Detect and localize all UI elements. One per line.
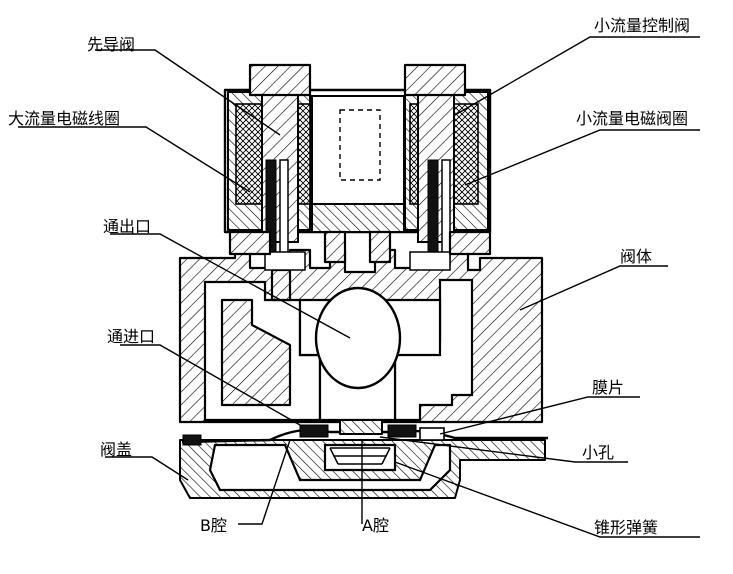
leader-conical-spring: [394, 461, 700, 538]
label-inlet-port: 通进口: [107, 327, 155, 346]
label-chamber-a: A腔: [362, 516, 389, 535]
label-large-flow-coil: 大流量电磁线圈: [8, 109, 120, 128]
label-outlet-port: 通出口: [103, 217, 151, 236]
leader-lines: [18, 36, 700, 538]
labels: 先导阀 大流量电磁线圈 通出口 通进口 阀盖 B腔 A腔 小流量控制阀 小流量电…: [8, 16, 690, 537]
leader-diaphragm: [439, 396, 640, 435]
label-conical-spring: 锥形弹簧: [594, 518, 658, 537]
leader-inlet-port: [120, 344, 301, 426]
leader-small-flow-control-valve: [454, 36, 700, 116]
label-small-flow-coil: 小流量电磁阀圈: [576, 109, 688, 128]
label-valve-cover: 阀盖: [100, 440, 132, 459]
leader-valve-cover: [105, 456, 189, 481]
label-pilot-valve: 先导阀: [87, 35, 135, 54]
valve-body: [178, 248, 544, 424]
leader-pilot-valve: [95, 49, 281, 136]
label-valve-body: 阀体: [620, 247, 652, 266]
leader-small-hole: [379, 436, 628, 463]
label-small-flow-control-valve: 小流量控制阀: [594, 16, 690, 35]
leader-chamber-b: [238, 439, 291, 525]
diaphragm: [181, 419, 548, 465]
leader-valve-body: [519, 265, 668, 311]
label-chamber-b: B腔: [200, 516, 227, 535]
label-small-hole: 小孔: [582, 443, 614, 462]
leader-outlet-port: [110, 233, 351, 339]
leader-large-flow-coil: [18, 126, 251, 193]
solenoid-assembly: [223, 63, 492, 271]
leader-small-flow-coil: [464, 129, 700, 186]
label-diaphragm: 膜片: [592, 378, 624, 397]
